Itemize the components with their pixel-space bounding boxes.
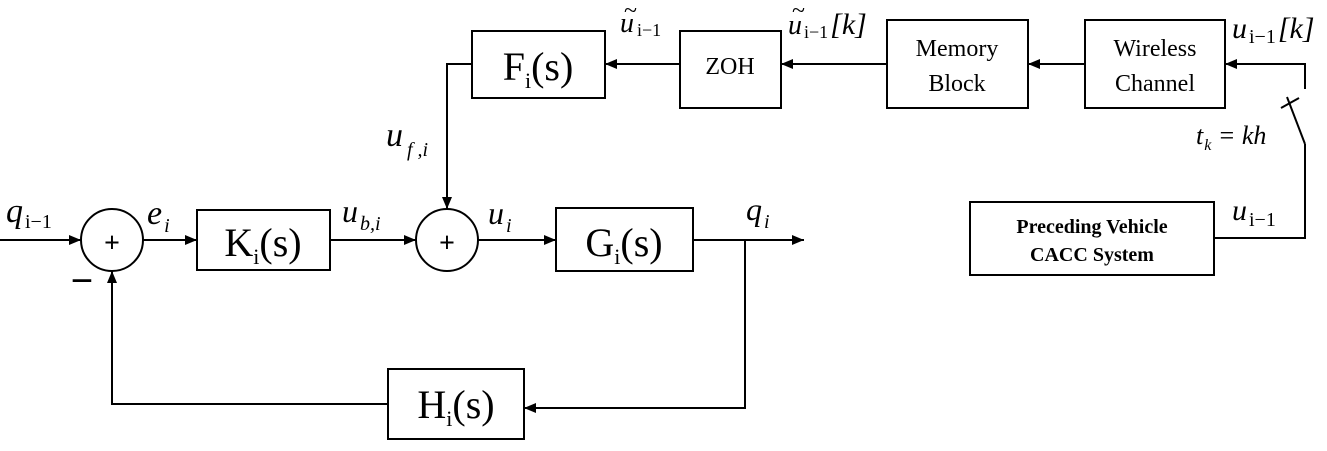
zoh-block (679, 30, 782, 109)
switch-to-wireless-arrow (1225, 59, 1306, 89)
u-f-i-arrow (442, 63, 472, 209)
memory-block-label-line2: Block (928, 71, 985, 97)
preceding-block-label-line2: CACC System (1030, 244, 1154, 266)
sum1-plus-sign: + (104, 228, 120, 259)
g-block-label: Gi(s) (585, 220, 662, 269)
sampling-time-label: tk = kh (1196, 121, 1266, 154)
sum2-plus-sign: + (439, 228, 455, 259)
preceding-block-label-line1: Preceding Vehicle (1016, 216, 1167, 238)
sampling-switch (1286, 96, 1306, 145)
preceding-output-line (1214, 144, 1306, 239)
sum1-minus-sign: − (71, 258, 94, 303)
k-block-label: Ki(s) (224, 220, 301, 269)
feedback-to-h-arrow (524, 240, 746, 413)
tilde-mark: ~ (792, 0, 805, 24)
zoh-block-label: ZOH (705, 54, 754, 80)
memory-block-label-line1: Memory (916, 36, 999, 62)
f-block-label: Fi(s) (503, 44, 574, 93)
switch-tick (1280, 97, 1300, 109)
tilde-mark: ~ (624, 0, 637, 24)
feedback-to-sum-arrow (107, 271, 388, 405)
wireless-block-label-line1: Wireless (1113, 36, 1196, 62)
h-block-label: Hi(s) (417, 382, 494, 431)
wireless-block-label-line2: Channel (1115, 71, 1195, 97)
